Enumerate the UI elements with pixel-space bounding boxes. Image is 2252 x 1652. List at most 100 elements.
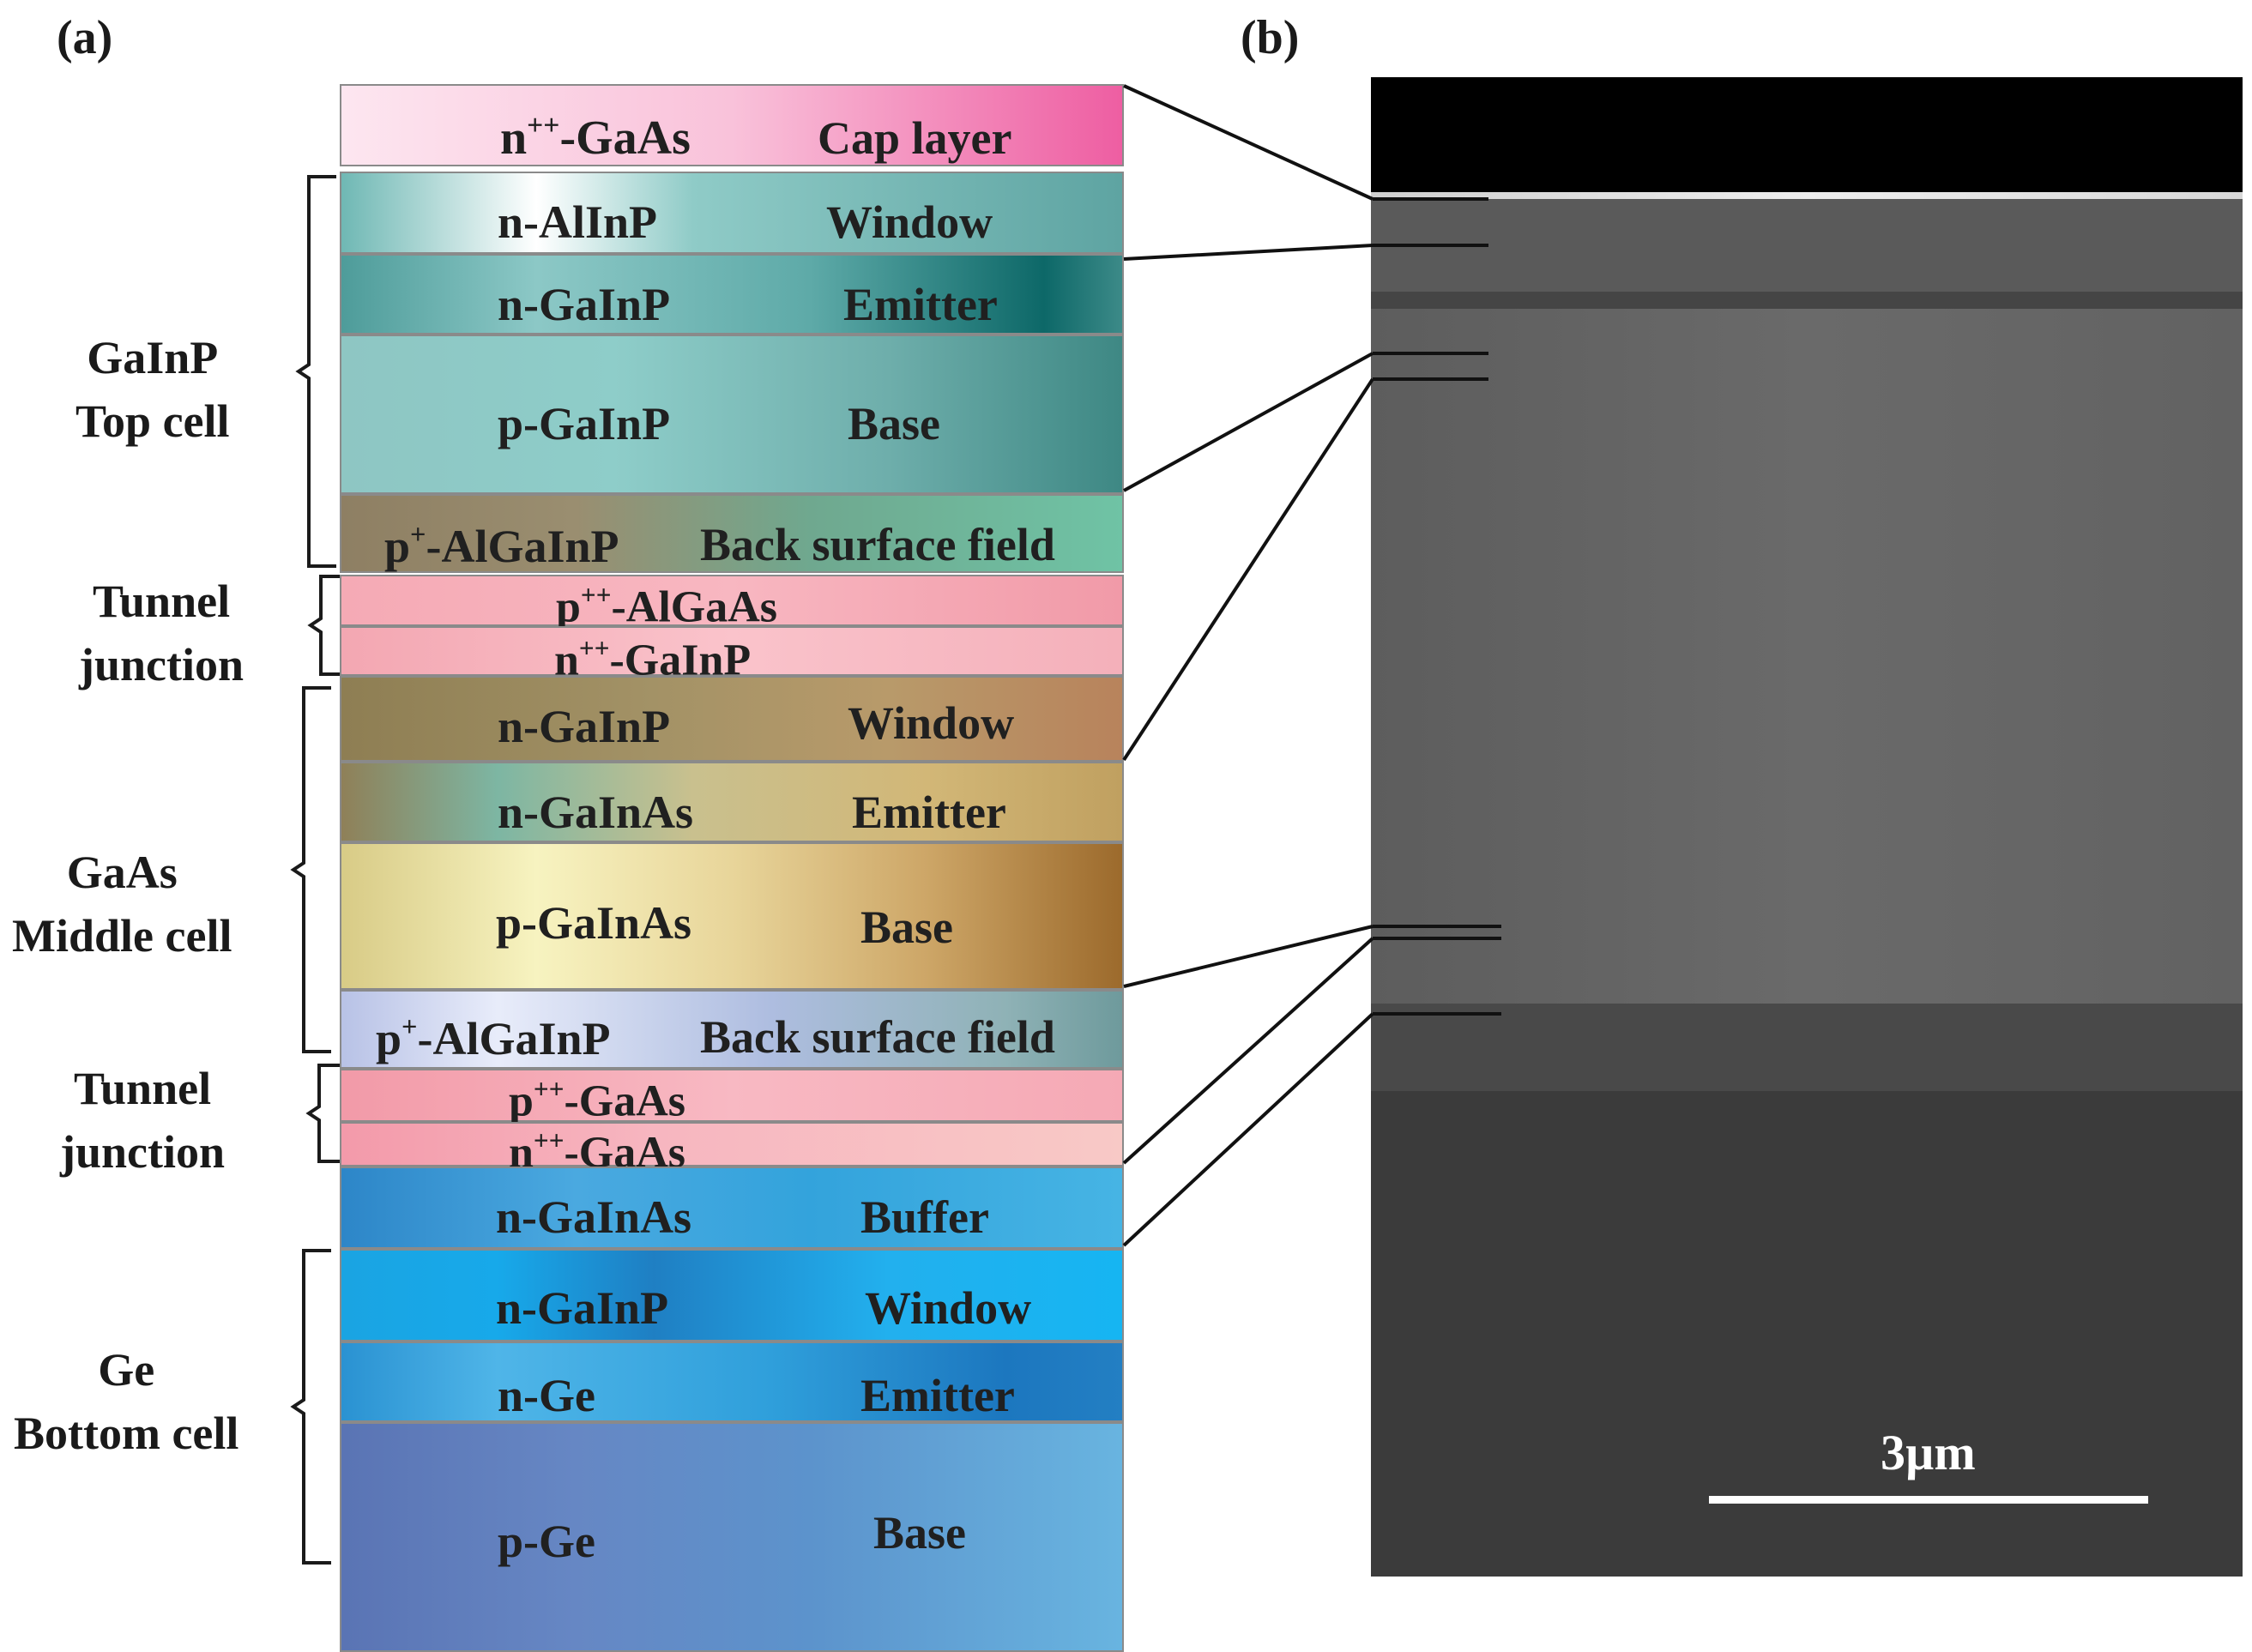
material-prefix: n-GaInAs (496, 1191, 692, 1243)
layer-role: Window (848, 697, 1015, 749)
layer-material: n++-GaInP (554, 635, 751, 683)
layer-role: Cap layer (818, 112, 1012, 164)
material-prefix: n-GaInAs (498, 787, 694, 838)
group-label-2: Tunnel junction (79, 570, 244, 696)
layer-role: Window (826, 196, 993, 248)
layer-7: n++-GaInP (340, 626, 1124, 683)
doping-superscript: ++ (533, 1125, 565, 1155)
material-prefix: p (509, 1076, 534, 1126)
layer-material: p++-GaAs (509, 1076, 685, 1124)
sem-image (1371, 77, 2243, 1577)
material-suffix: -AlGaAs (611, 582, 778, 632)
layer-4: p-GaInP Base (340, 335, 1124, 494)
layer-material: p-GaInAs (496, 900, 691, 946)
layer-12: p++-GaAs (340, 1069, 1124, 1124)
group-label-line2: junction (79, 639, 245, 690)
group-brace-2 (307, 575, 348, 676)
panel-a-label: (a) (57, 11, 113, 64)
layer-8: n-GaInP Window (340, 676, 1124, 762)
layer-role: Base (873, 1507, 966, 1559)
layer-role: Emitter (852, 787, 1006, 838)
doping-superscript: ++ (527, 110, 560, 142)
layer-16: n-Ge Emitter (340, 1341, 1124, 1422)
material-prefix: p (556, 582, 581, 632)
layer-13: n++-GaAs (340, 1122, 1124, 1175)
layer-role: Emitter (860, 1370, 1015, 1421)
doping-superscript: ++ (578, 633, 610, 663)
layer-11: p+-AlGaInP Back surface field (340, 990, 1124, 1069)
sem-micrograph: 3µm (1371, 77, 2243, 1577)
layer-material: p-Ge (498, 1518, 595, 1565)
group-label-line2: Top cell (75, 395, 230, 447)
group-label-4: Tunnel junction (60, 1057, 225, 1184)
scale-bar (1709, 1496, 2148, 1504)
material-prefix: n-Ge (498, 1370, 595, 1421)
material-suffix: -AlGaInP (417, 1013, 611, 1065)
layer-role: Base (848, 398, 940, 449)
material-prefix: n-AlInP (498, 196, 658, 248)
material-suffix: -GaInP (609, 636, 752, 685)
group-label-line1: Ge (98, 1344, 155, 1396)
scale-bar-label: 3µm (1881, 1425, 1976, 1480)
material-prefix: p-Ge (498, 1516, 595, 1567)
group-label-line2: Bottom cell (14, 1408, 239, 1459)
material-suffix: -GaAs (564, 1076, 686, 1126)
material-prefix: p (376, 1013, 402, 1065)
group-brace-1 (295, 175, 336, 568)
layer-material: p+-AlGaInP (376, 1014, 611, 1062)
material-suffix: -GaAs (559, 111, 691, 165)
layer-material: n-GaInAs (498, 789, 693, 835)
material-prefix: n-GaInP (498, 701, 671, 752)
sem-surface-edge (1371, 192, 2243, 199)
layer-14: n-GaInAs Buffer (340, 1167, 1124, 1249)
material-prefix: n (500, 111, 528, 165)
layer-material: n-GaInP (498, 703, 670, 750)
group-label-line1: GaAs (66, 847, 178, 898)
group-label-1: GaInP Top cell (75, 326, 230, 453)
group-label-line1: Tunnel (73, 1063, 212, 1114)
material-prefix: n (554, 636, 579, 685)
layer-role: Back surface field (700, 1011, 1055, 1063)
panel-b-label: (b) (1241, 11, 1300, 64)
layer-role: Buffer (860, 1191, 989, 1243)
layer-role: Back surface field (700, 519, 1055, 570)
layer-6: p++-AlGaAs (340, 575, 1124, 630)
group-brace-5 (290, 1249, 331, 1565)
sem-substrate (1371, 1091, 2243, 1577)
layer-material: n-AlInP (498, 199, 657, 245)
sem-middle-region (1371, 309, 2243, 1004)
group-brace-3 (290, 686, 331, 1053)
layer-10: p-GaInAs Base (340, 842, 1124, 990)
layer-9: n-GaInAs Emitter (340, 762, 1124, 842)
group-brace-4 (305, 1064, 347, 1163)
doping-superscript: + (410, 520, 426, 551)
sem-vacuum (1371, 77, 2243, 194)
material-prefix: p-GaInAs (496, 897, 692, 949)
layer-material: p+-AlGaInP (384, 522, 619, 570)
layer-material: n++-GaAs (500, 112, 691, 162)
layer-17: p-Ge Base (340, 1422, 1124, 1652)
group-label-line1: Tunnel (92, 576, 231, 627)
layer-5: p+-AlGaInP Back surface field (340, 494, 1124, 573)
material-prefix: n-GaInP (498, 279, 671, 330)
layer-2: n-AlInP Window (340, 172, 1124, 254)
layer-material: n-Ge (498, 1372, 595, 1419)
layer-role: Window (865, 1282, 1032, 1334)
layer-15: n-GaInP Window (340, 1249, 1124, 1341)
layer-material: n-GaInP (496, 1285, 668, 1331)
material-prefix: p-GaInP (498, 398, 671, 449)
group-label-line2: junction (60, 1126, 226, 1178)
layer-material: p++-AlGaAs (556, 582, 777, 630)
group-label-line2: Middle cell (12, 910, 232, 962)
layer-material: n-GaInP (498, 281, 670, 328)
doping-superscript: + (401, 1012, 418, 1043)
group-label-line1: GaInP (87, 332, 219, 383)
material-suffix: -AlGaInP (426, 521, 619, 573)
layer-role: Base (860, 901, 953, 953)
layer-material: p-GaInP (498, 401, 670, 447)
layer-role: Emitter (843, 279, 998, 330)
material-prefix: p (384, 521, 411, 573)
layer-1: n++-GaAs Cap layer (340, 84, 1124, 166)
